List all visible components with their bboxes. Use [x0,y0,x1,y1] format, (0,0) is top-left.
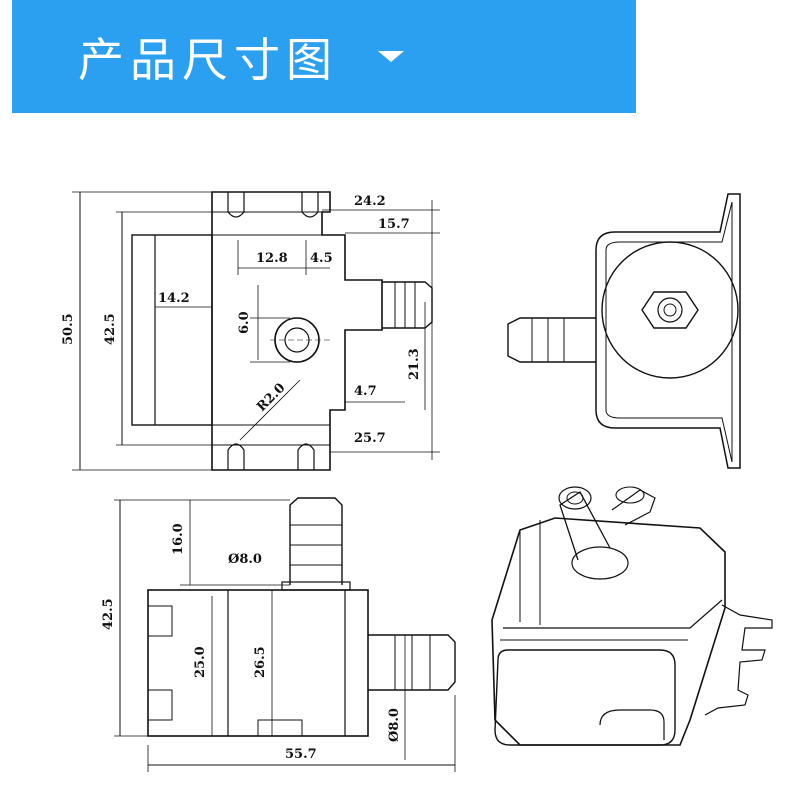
side-view [114,497,456,772]
dim-radius: R2.0 [254,381,288,415]
dim-side-height: 42.5 [101,598,116,630]
dim-outlet-offset: 4.7 [354,384,377,399]
dim-side-body-height: 25.0 [193,646,208,678]
dim-outlet-diameter: Ø8.0 [387,708,402,742]
dim-width-right: 15.7 [378,217,410,232]
caret-down-icon[interactable] [378,51,404,62]
dim-inlet-diameter: Ø8.0 [228,552,262,567]
dim-hole-height: 6.0 [237,311,252,334]
dim-core-height: 26.5 [253,646,268,678]
isometric-view [491,486,773,746]
dim-total-width: 55.7 [285,747,317,762]
dim-inlet-length: 16.0 [171,523,186,555]
front-view [72,191,440,471]
dim-width-top: 24.2 [354,194,386,209]
back-view [507,193,741,469]
title-banner: 产品尺寸图 [12,0,636,113]
dim-overall-height: 50.5 [61,313,76,345]
dim-width-bottom: 25.7 [354,431,386,446]
dim-slot-width: 4.5 [310,251,333,266]
dim-hole-offset: 12.8 [256,251,288,266]
dim-cover-depth: 14.2 [158,291,190,306]
dim-outlet-height: 21.3 [407,348,422,380]
page-title: 产品尺寸图 [78,32,338,87]
dim-body-height: 42.5 [103,313,118,345]
